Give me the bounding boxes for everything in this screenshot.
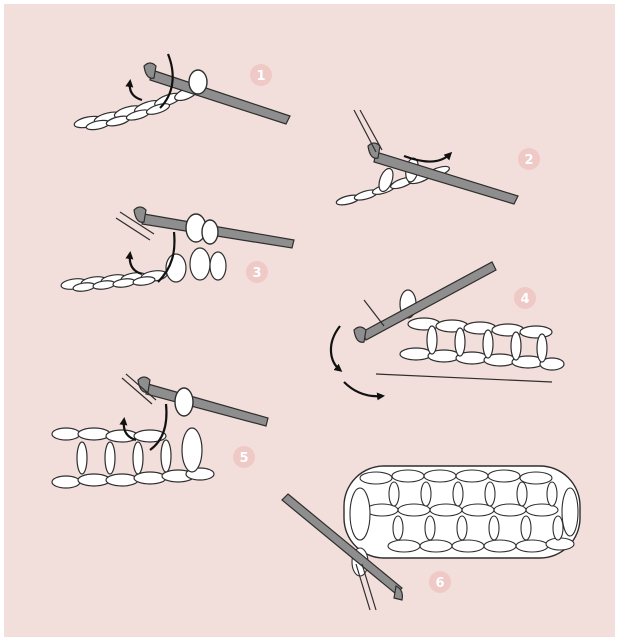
step-number: 5 bbox=[239, 451, 248, 466]
turn-arrow-right bbox=[344, 382, 382, 396]
step-number: 2 bbox=[524, 153, 533, 168]
step-number: 4 bbox=[520, 292, 529, 307]
crochet-steps-diagram: 1 2 3 4 5 6 bbox=[4, 4, 615, 637]
illustration-canvas: 1 2 3 4 5 6 bbox=[4, 4, 615, 637]
step-badge-1: 1 bbox=[250, 64, 272, 86]
step-number: 6 bbox=[435, 576, 444, 591]
step-badge-4: 4 bbox=[514, 287, 536, 309]
step-badge-6: 6 bbox=[429, 571, 451, 593]
step-badge-2: 2 bbox=[518, 148, 540, 170]
step-6-illustration bbox=[282, 466, 580, 610]
direction-arrow bbox=[130, 82, 142, 100]
chain-stitches bbox=[73, 85, 199, 132]
direction-arrow bbox=[130, 254, 142, 274]
step-badge-3: 3 bbox=[246, 261, 268, 283]
step-4-illustration bbox=[331, 262, 564, 396]
turn-arrow-down bbox=[331, 326, 340, 370]
step-badge-5: 5 bbox=[233, 446, 255, 468]
chain-stitches bbox=[60, 248, 226, 292]
step-2-illustration bbox=[335, 110, 518, 207]
step-number: 1 bbox=[256, 69, 265, 84]
working-yarn bbox=[364, 300, 384, 326]
crochet-hook bbox=[138, 377, 268, 426]
loop-on-hook bbox=[189, 70, 207, 94]
step-5-illustration bbox=[52, 374, 268, 488]
double-crochet-row bbox=[52, 428, 214, 488]
step-number: 3 bbox=[252, 266, 261, 281]
working-yarn bbox=[354, 110, 376, 152]
